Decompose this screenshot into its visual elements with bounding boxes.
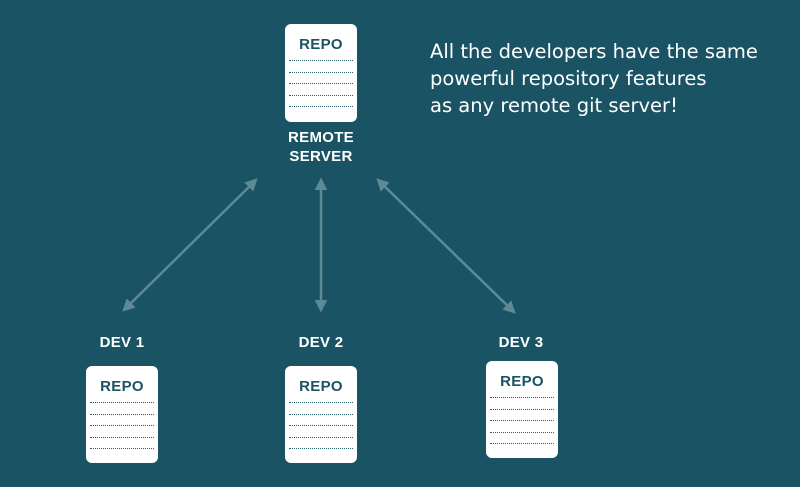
note-line1: All the developers have the same: [430, 40, 758, 63]
arrow-remote-dev1: [122, 178, 258, 312]
description-note: All the developers have the same powerfu…: [430, 38, 790, 119]
repo-lines: [490, 397, 554, 455]
repo-lines: [289, 60, 353, 118]
dev1-label: DEV 1: [99, 334, 145, 351]
dev2-label: DEV 2: [298, 334, 344, 351]
remote-server-label: REMOTE SERVER: [266, 128, 376, 166]
remote-repo-box: REPO: [285, 24, 357, 122]
remote-repo-label: REPO: [299, 36, 343, 53]
dev1-repo-box: REPO: [86, 366, 158, 463]
remote-label-line2: SERVER: [289, 148, 353, 165]
repo-lines: [289, 402, 353, 460]
dev2-repo-box: REPO: [285, 366, 357, 463]
remote-label-line1: REMOTE: [288, 129, 354, 146]
arrow-remote-dev3: [376, 178, 516, 314]
dev2-repo-label: REPO: [299, 378, 343, 395]
repo-lines: [90, 402, 154, 460]
note-line3: as any remote git server!: [430, 94, 678, 117]
dev1-repo-label: REPO: [100, 378, 144, 395]
dev3-repo-label: REPO: [500, 373, 544, 390]
dev3-repo-box: REPO: [486, 361, 558, 458]
note-line2: powerful repository features: [430, 67, 707, 90]
dev3-label: DEV 3: [498, 334, 544, 351]
